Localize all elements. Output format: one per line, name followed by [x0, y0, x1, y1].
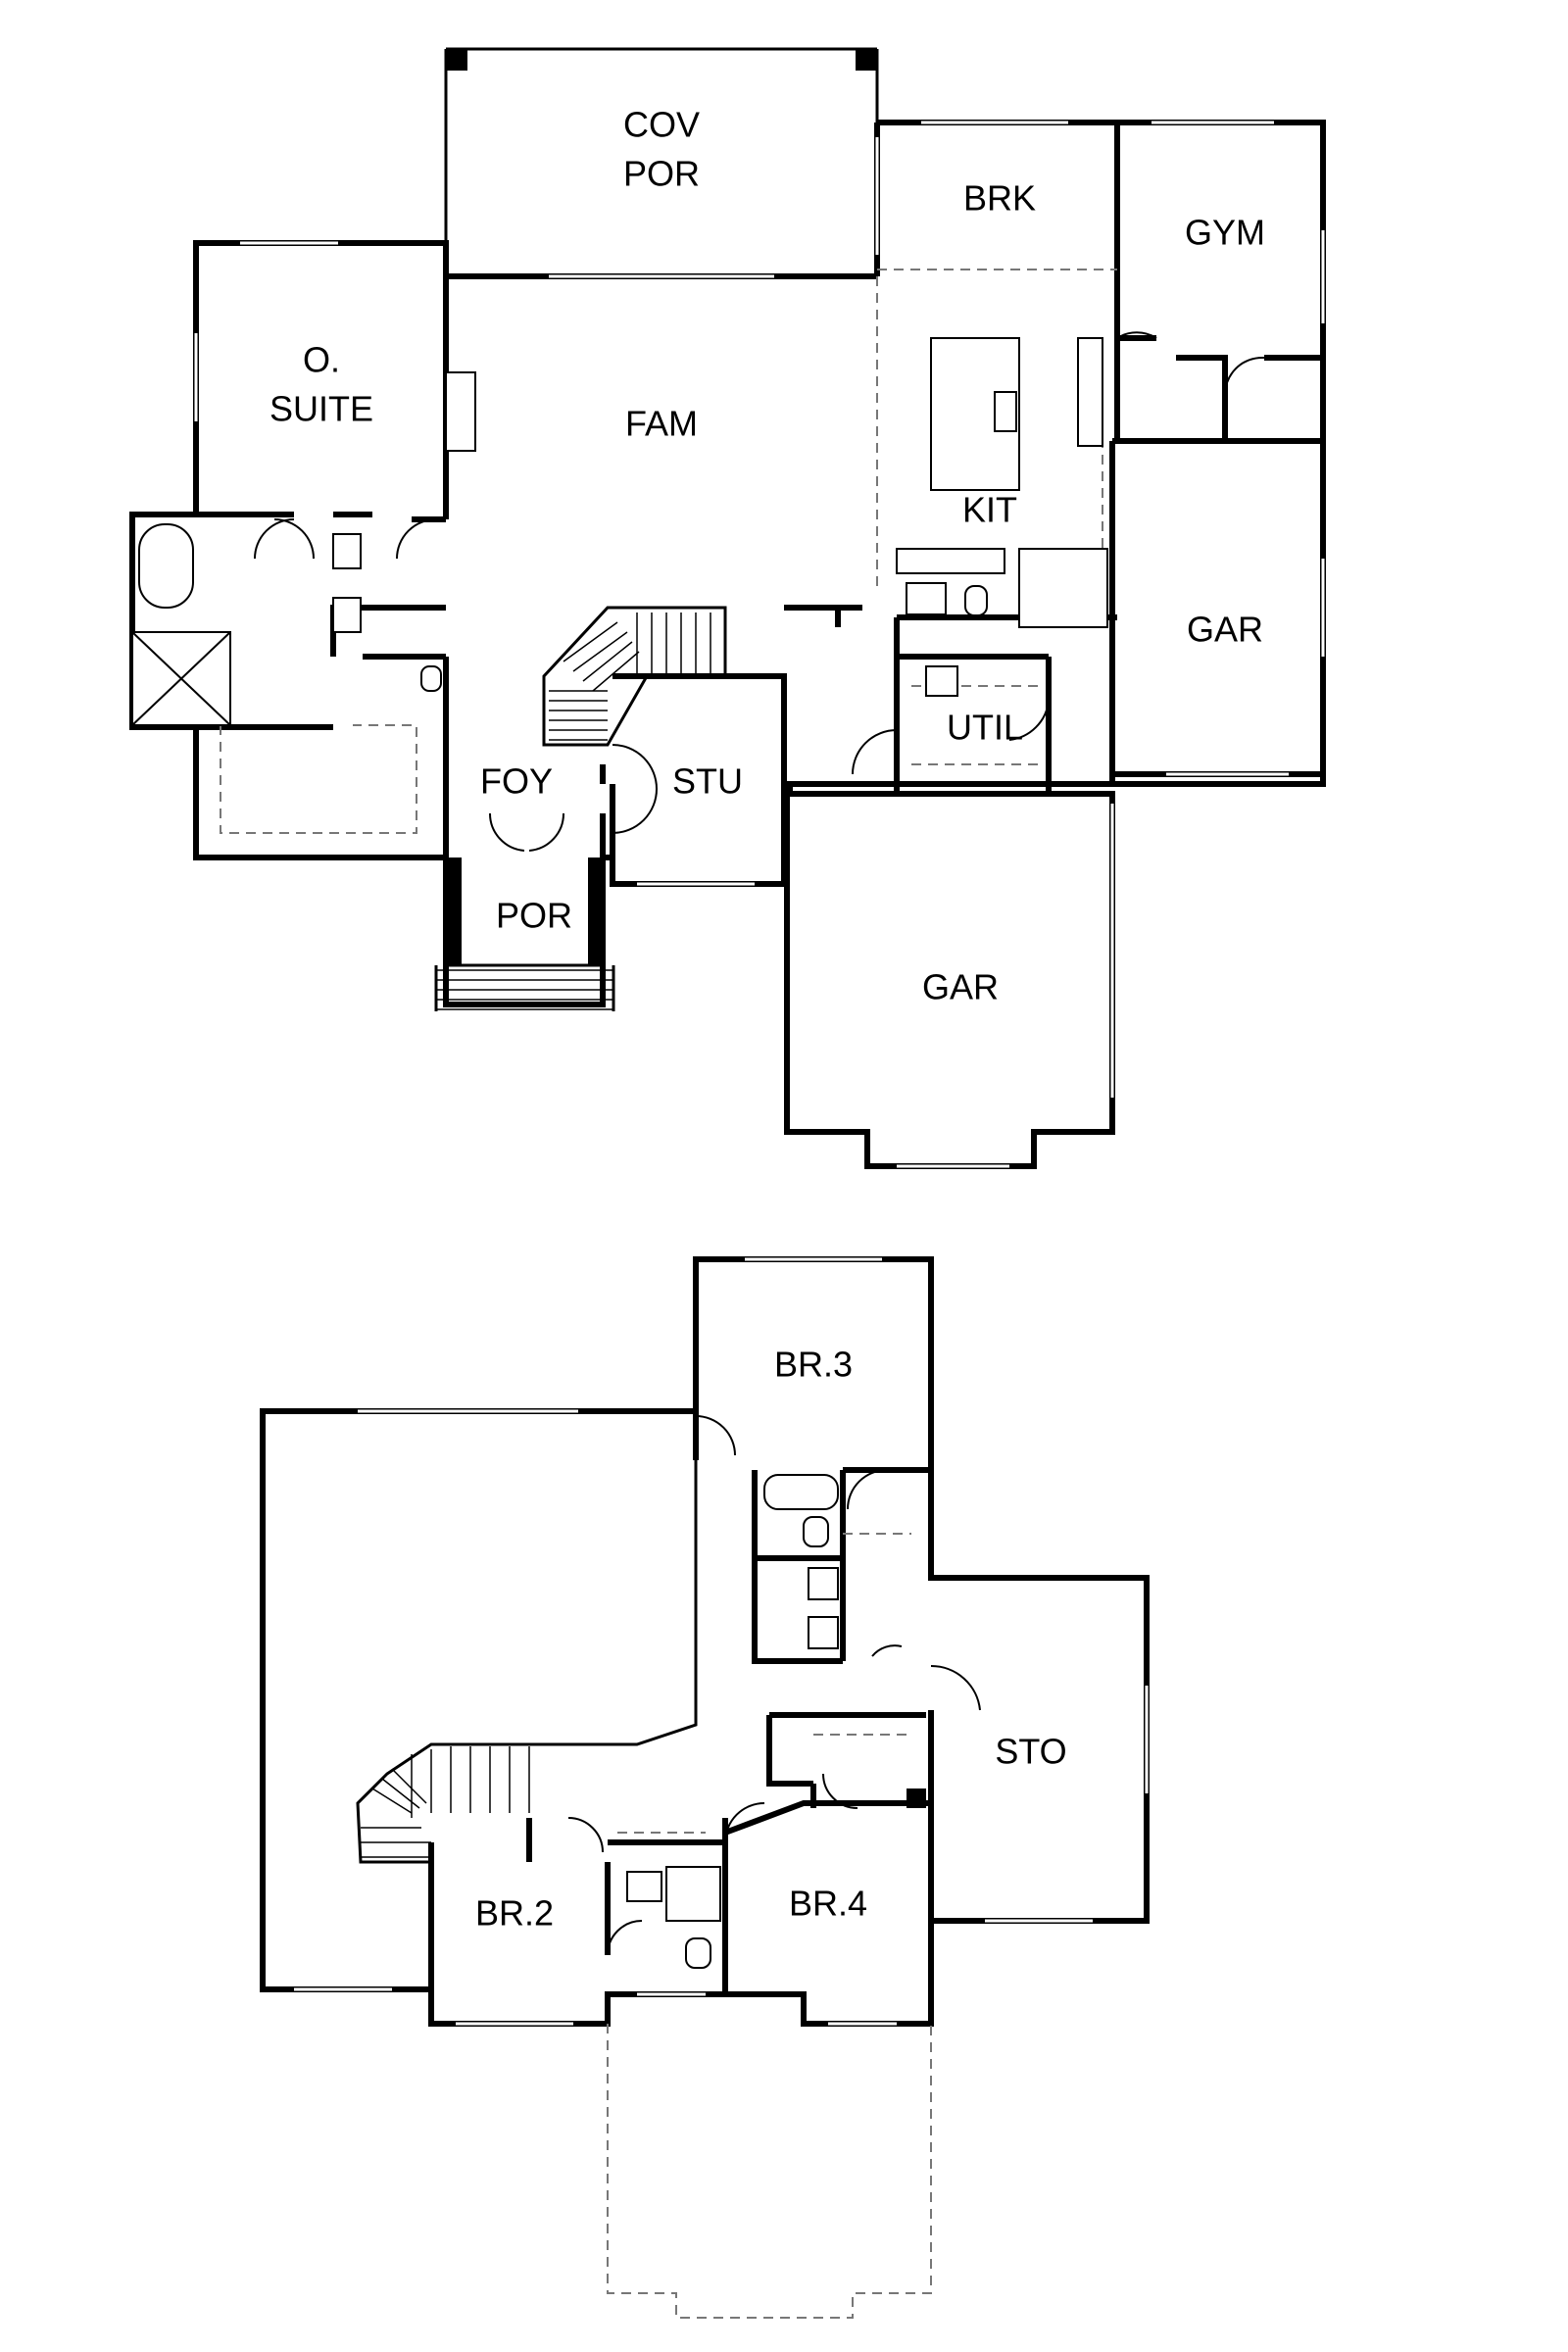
first-floor: COV POR BRK GYM O. SUITE FAM KIT GAR UTI…	[129, 47, 1326, 1169]
hall-bath-shower	[665, 1866, 721, 1922]
stu-label: STU	[672, 761, 743, 802]
bathtub	[138, 523, 194, 609]
upper-stair	[361, 1746, 530, 1858]
br3-sink-1	[808, 1567, 839, 1600]
gym-partition	[1114, 335, 1323, 441]
br2-label: BR.2	[475, 1893, 554, 1934]
front-porch	[434, 858, 615, 1011]
fireplace	[445, 371, 476, 452]
cov-por-label-1: COV	[623, 105, 700, 145]
interior-walls-first	[443, 605, 862, 884]
second-floor: BR.3 STO BR.2 BR.4	[260, 1256, 1150, 2319]
br3-label: BR.3	[774, 1345, 853, 1385]
br4-label: BR.4	[789, 1884, 867, 1924]
por-label: POR	[496, 896, 572, 936]
side-garage-wall	[1109, 438, 1326, 777]
exterior-wall	[129, 120, 1326, 1169]
o-suite-label-1: O.	[303, 340, 340, 380]
gym-label: GYM	[1185, 213, 1265, 253]
gallery-wall	[356, 1460, 698, 1864]
foy-label: FOY	[480, 761, 553, 802]
brk-gym-wall	[446, 120, 1120, 338]
util-sink	[925, 665, 958, 697]
hall-bath-toilet	[685, 1937, 711, 1969]
o-suite-label-2: SUITE	[270, 389, 373, 429]
kit-label: KIT	[962, 490, 1017, 530]
vanity-sink-2	[332, 597, 362, 633]
sto-label: STO	[995, 1732, 1066, 1772]
powder-toilet	[964, 585, 988, 616]
pantry-shelf	[896, 548, 1005, 574]
gar-side-label: GAR	[1187, 610, 1263, 650]
powder-sink	[906, 582, 947, 615]
cov-por-label-2: POR	[623, 154, 700, 194]
main-stair	[542, 606, 727, 747]
fam-label: FAM	[625, 404, 698, 444]
range	[1077, 337, 1103, 447]
toilet-suite	[420, 665, 442, 692]
br3-sink-2	[808, 1616, 839, 1649]
br3-bath-wall	[693, 1259, 931, 1664]
counter	[1018, 548, 1108, 628]
gar-main-label: GAR	[922, 967, 999, 1007]
br3-bathtub	[763, 1474, 839, 1510]
util-label: UTIL	[947, 708, 1023, 748]
br3-toilet	[803, 1516, 829, 1547]
hall-bath-sink	[626, 1871, 662, 1902]
kitchen-util-wall	[894, 614, 1117, 794]
vanity-sink-1	[332, 533, 362, 569]
kitchen-sink	[994, 391, 1017, 432]
brk-label: BRK	[963, 178, 1036, 219]
